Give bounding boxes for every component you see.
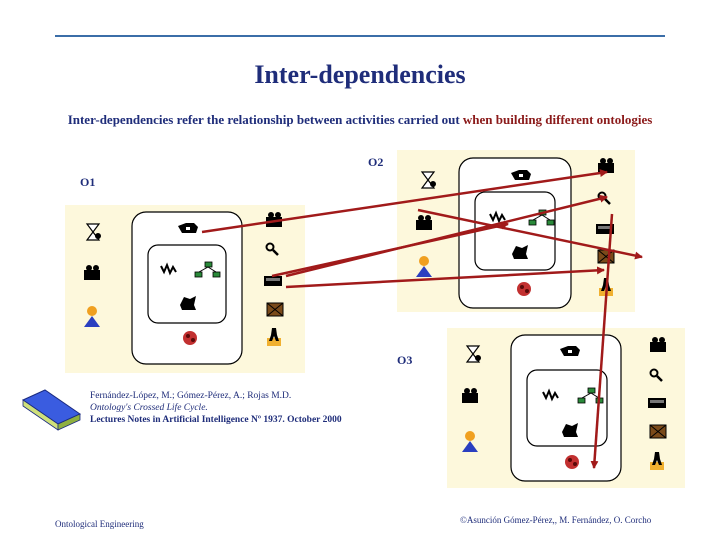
footer-left: Ontological Engineering	[55, 519, 144, 529]
page-title: Inter-dependencies	[254, 60, 466, 89]
book-icon	[21, 389, 82, 431]
arrow-o2-crossing	[417, 208, 643, 260]
label-o3: O3	[397, 353, 413, 367]
footer-right: ©Asunción Gómez-Pérez,, M. Fernández, O.…	[460, 515, 652, 525]
label-o1: O1	[80, 175, 96, 189]
ontology-o1-panel	[65, 205, 305, 373]
subtitle-highlight: when building different ontologies	[462, 112, 653, 127]
reference-venue: Lectures Notes in Artificial Intelligenc…	[90, 415, 342, 425]
label-o2: O2	[368, 155, 384, 169]
ontology-o3-panel	[447, 328, 685, 488]
interdependency-arrows	[201, 169, 643, 469]
ontology-o2-panel	[397, 150, 635, 312]
reference-citation: Fernández-López, M.; Gómez-Pérez, A.; Ro…	[90, 390, 342, 426]
arrow-o1-to-o2-top	[201, 169, 608, 234]
reference-paper-title: Ontology's Crossed Life Cycle.	[90, 403, 208, 413]
arrow-o1-to-o2-bottom	[285, 266, 605, 289]
arrow-o2-to-o3	[590, 213, 614, 469]
arrow-o1-to-o2-activities	[271, 221, 509, 278]
page-subtitle: Inter-dependencies refer the relationshi…	[0, 112, 720, 128]
subtitle-main: Inter-dependencies refer the relationshi…	[67, 112, 463, 127]
top-divider-line	[55, 35, 665, 37]
reference-authors: Fernández-López, M.; Gómez-Pérez, A.; Ro…	[90, 391, 292, 401]
